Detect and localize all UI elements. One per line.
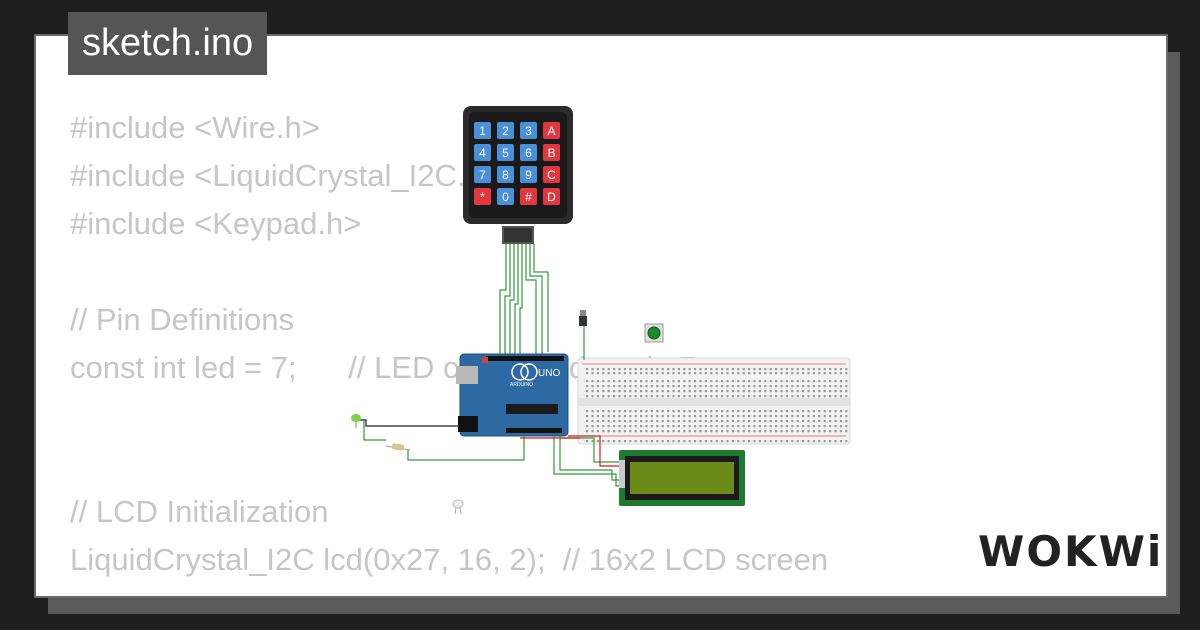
- wokwi-logo: WOKWi: [978, 527, 1163, 576]
- keypad-key-label: 7: [479, 168, 486, 182]
- rgb-led[interactable]: [452, 499, 464, 515]
- arduino-brand-label: ARDUINO: [510, 382, 533, 388]
- keypad-key-label: 8: [502, 168, 509, 182]
- keypad-key[interactable]: [520, 188, 537, 205]
- pushbutton[interactable]: [644, 323, 664, 343]
- circuit-wires: [354, 326, 620, 487]
- keypad-key[interactable]: [520, 144, 537, 161]
- keypad-key-label: 2: [502, 124, 509, 138]
- code-line: LiquidCrystal_I2C lcd(0x27, 16, 2); // 1…: [70, 542, 829, 577]
- keypad-key-label: 5: [502, 146, 509, 160]
- keypad-key[interactable]: [520, 166, 537, 183]
- keypad-key-label: 6: [525, 146, 532, 160]
- keypad-key-label: 0: [502, 190, 509, 204]
- arduino-uno-board[interactable]: UNO ARDUINO: [456, 353, 569, 437]
- code-line: #include <Wire.h>: [70, 110, 320, 145]
- keypad-key-label: A: [547, 124, 555, 138]
- code-line: #include <LiquidCrystal_I2C.h>: [70, 158, 501, 193]
- breadboard-holes: [586, 368, 848, 443]
- code-line: // Pin Definitions: [70, 302, 294, 337]
- keypad-key[interactable]: [497, 188, 514, 205]
- keypad-key-label: B: [547, 146, 555, 160]
- keypad-key[interactable]: [543, 188, 560, 205]
- preview-card: #include <Wire.h> #include <LiquidCrysta…: [34, 34, 1168, 598]
- resistor[interactable]: [385, 443, 411, 451]
- arduino-uno-label: UNO: [538, 368, 560, 379]
- wokwi-logo-text: WOKWi: [978, 527, 1163, 576]
- keypad-key[interactable]: [474, 144, 491, 161]
- lcd-16x2[interactable]: [619, 450, 745, 506]
- keypad-key-label: C: [547, 168, 556, 182]
- green-led[interactable]: [351, 414, 361, 428]
- keypad-key[interactable]: [543, 166, 560, 183]
- keypad-key[interactable]: [543, 122, 560, 139]
- keypad-key-label: *: [480, 190, 485, 204]
- keypad-key-label: 1: [479, 124, 486, 138]
- keypad-wires: [499, 244, 549, 360]
- keypad-key[interactable]: [497, 144, 514, 161]
- keypad-key-label: #: [525, 190, 532, 204]
- keypad[interactable]: 1 2 3 A 4 5 6 B 7 8 9 C * 0 # D: [463, 106, 573, 244]
- keypad-key-label: 4: [479, 146, 486, 160]
- keypad-key[interactable]: [474, 188, 491, 205]
- code-line: // LCD Initialization: [70, 494, 329, 529]
- code-line: #include <Keypad.h>: [70, 206, 362, 241]
- code-editor: #include <Wire.h> #include <LiquidCrysta…: [70, 104, 828, 584]
- keypad-key[interactable]: [497, 122, 514, 139]
- keypad-key[interactable]: [497, 166, 514, 183]
- keypad-key-label: 9: [525, 168, 532, 182]
- slide-switch[interactable]: [579, 310, 587, 326]
- file-tab[interactable]: sketch.ino: [68, 12, 268, 75]
- keypad-key[interactable]: [520, 122, 537, 139]
- keypad-key-label: 3: [525, 124, 532, 138]
- keypad-key[interactable]: [474, 166, 491, 183]
- keypad-key-label: D: [547, 190, 556, 204]
- breadboard[interactable]: [577, 357, 851, 445]
- keypad-key[interactable]: [474, 122, 491, 139]
- keypad-key[interactable]: [543, 144, 560, 161]
